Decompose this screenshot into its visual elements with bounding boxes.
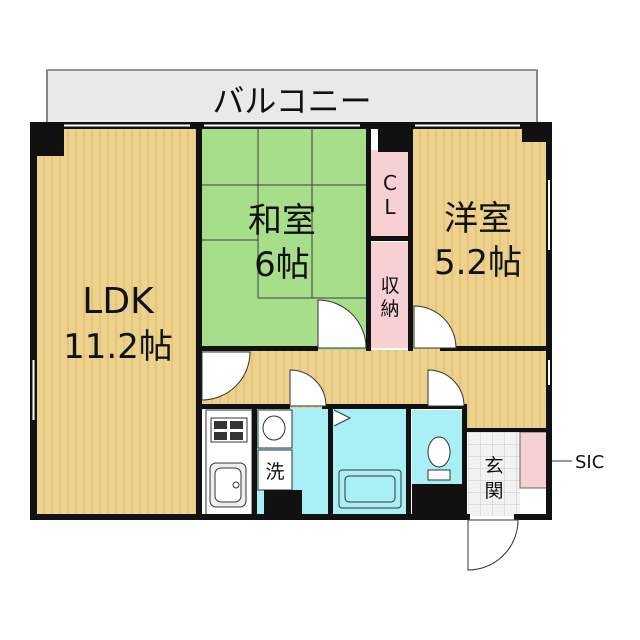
storage: 収 納 (370, 242, 410, 348)
balcony-label: バルコニー (212, 82, 371, 120)
entrance-line1: 玄 (484, 455, 503, 477)
ldk-size: 11.2帖 (63, 327, 173, 367)
entrance-line2: 関 (484, 480, 503, 502)
storage-line1: 収 (380, 275, 399, 297)
closet-c: C (383, 171, 397, 195)
yoshitsu-size: 5.2帖 (434, 243, 522, 283)
washroom-door (289, 369, 327, 407)
windows (32, 124, 550, 420)
toilet-icon (427, 436, 451, 481)
stove-icon (210, 417, 248, 443)
sink-icon (209, 462, 247, 508)
ldk-name: LDK (82, 281, 155, 322)
room-ldk: LDK 11.2帖 (36, 126, 198, 518)
wash-basin-icon (262, 415, 286, 441)
washitsu-door (317, 299, 367, 349)
ldk-door (201, 351, 251, 401)
entrance: 玄 関 (468, 431, 549, 516)
toilet-door (427, 369, 465, 407)
shoe-closet (519, 431, 549, 489)
laundry-label: 洗 (265, 461, 284, 483)
bathroom (332, 408, 408, 516)
entrance-door (467, 519, 519, 571)
closet-l: L (384, 195, 396, 219)
sic-label: SIC (575, 452, 604, 473)
yoshitsu-name: 洋室 (444, 199, 512, 239)
storage-line2: 納 (380, 298, 399, 320)
doors (201, 299, 519, 571)
closet-cl: C L (370, 150, 423, 238)
balcony: バルコニー (46, 69, 538, 126)
yoshitsu-door (413, 305, 457, 349)
corridor-lower (465, 350, 550, 430)
washitsu-size: 6帖 (254, 245, 310, 285)
washitsu-name: 和室 (248, 201, 316, 241)
kitchen (205, 409, 253, 517)
